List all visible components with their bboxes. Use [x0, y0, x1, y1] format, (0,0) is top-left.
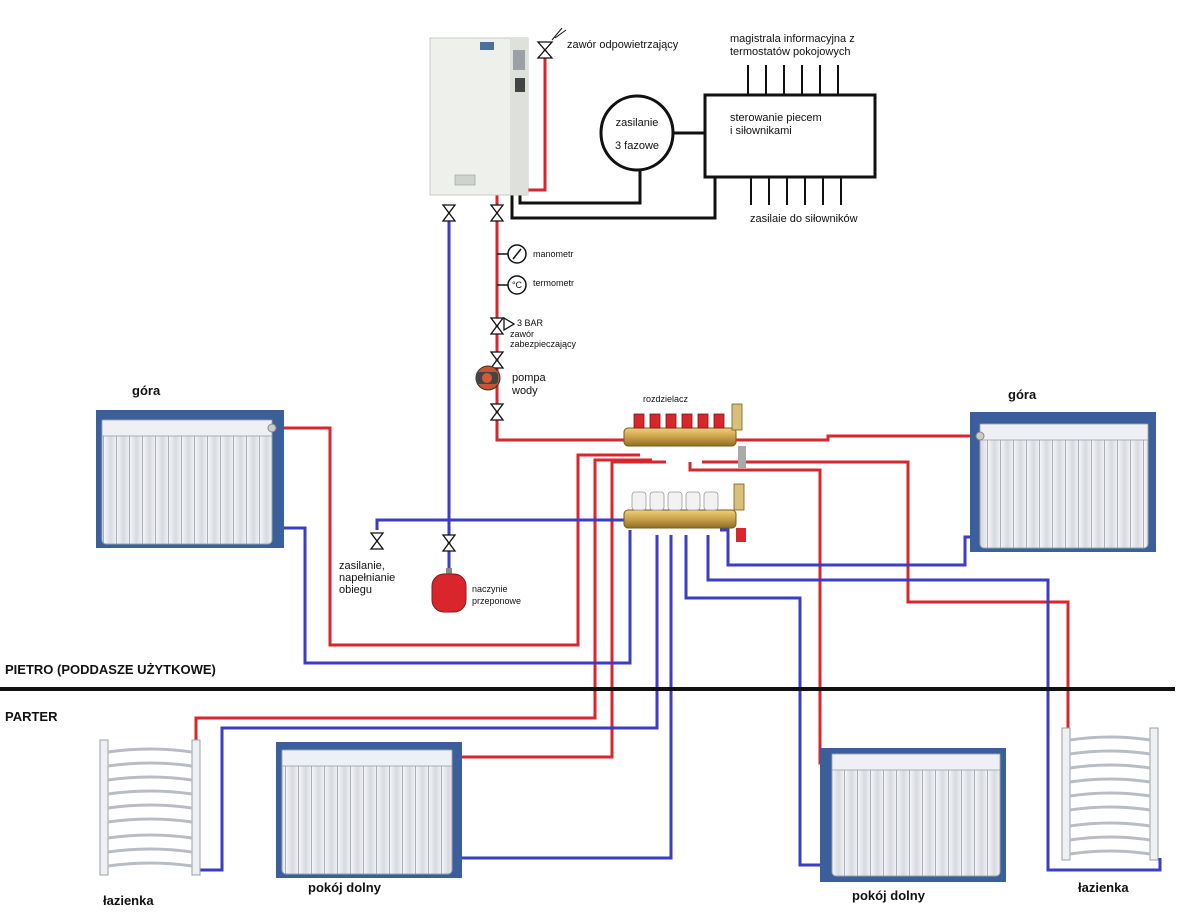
supply-manifold: [623, 403, 746, 468]
thermometer-icon: [497, 275, 527, 295]
radiator-room-right: [820, 748, 1006, 882]
expansion-label-2: przeponowe: [472, 596, 521, 606]
floor-ground-label: PARTER: [5, 709, 58, 724]
towel-radiator-left: [99, 739, 201, 876]
return-manifold: [623, 483, 746, 542]
manometer-icon: [497, 244, 527, 264]
radiator-top-right-label: góra: [1008, 387, 1037, 402]
fill-valve-icon: [369, 532, 385, 550]
actuator-power-label: zasilaie do siłowników: [750, 213, 858, 225]
expansion-valve-icon: [441, 534, 457, 552]
controller-label-1: sterowanie piecem: [730, 112, 822, 124]
boiler-supply-valve-icon: [489, 204, 505, 222]
control-cables: [510, 131, 717, 220]
three-phase-power: [599, 94, 675, 172]
bathroom-right-label: łazienka: [1078, 880, 1129, 895]
boiler-return-valve-icon: [441, 204, 457, 222]
return-pipes: [200, 215, 1162, 872]
pump-valve-icon: [489, 351, 505, 369]
bathroom-left-label: łazienka: [103, 893, 154, 908]
safety-valve-label-2: zabezpieczający: [510, 339, 577, 349]
fill-label-3: obiegu: [339, 584, 372, 596]
radiator-top-right: [970, 412, 1156, 552]
lower-valve-icon: [489, 403, 505, 421]
power-label-2: 3 fazowe: [615, 140, 659, 152]
towel-radiator-right: [1061, 727, 1159, 861]
info-bus-label-2: termostatów pokojowych: [730, 46, 850, 58]
power-label-1: zasilanie: [616, 117, 659, 129]
radiator-room-left: [276, 742, 462, 878]
pump-label-1: pompa: [512, 372, 547, 384]
safety-valve-label-1: zawór: [510, 329, 534, 339]
room-right-label: pokój dolny: [852, 888, 926, 903]
thermometer-symbol: °C: [512, 280, 523, 290]
supply-pipes: [194, 50, 1070, 765]
radiator-top-left: [96, 410, 284, 548]
expansion-label-1: naczynie: [472, 584, 508, 594]
floor-upper-label: PIETRO (PODDASZE UŻYTKOWE): [5, 662, 216, 677]
pump-label-2: wody: [511, 385, 538, 397]
vent-valve-icon: [536, 27, 567, 59]
manometer-label: manometr: [533, 249, 574, 259]
fill-label-2: napełnianie: [339, 572, 395, 584]
manifold-label: rozdzielacz: [643, 394, 689, 404]
expansion-vessel-icon: [431, 568, 467, 613]
safety-bar-label: 3 BAR: [517, 318, 544, 328]
thermometer-label: termometr: [533, 278, 574, 288]
vent-valve-label: zawór odpowietrzający: [567, 39, 679, 51]
electric-boiler: [429, 37, 529, 196]
info-bus-label-1: magistrala informacyjna z: [730, 33, 855, 45]
safety-valve-icon: [489, 316, 516, 335]
radiator-top-left-label: góra: [132, 383, 161, 398]
room-left-label: pokój dolny: [308, 880, 382, 895]
water-pump-icon: [475, 365, 501, 391]
controller-box: [703, 65, 877, 205]
fill-label-1: zasilanie,: [339, 560, 385, 572]
controller-label-2: i siłownikami: [730, 125, 792, 137]
